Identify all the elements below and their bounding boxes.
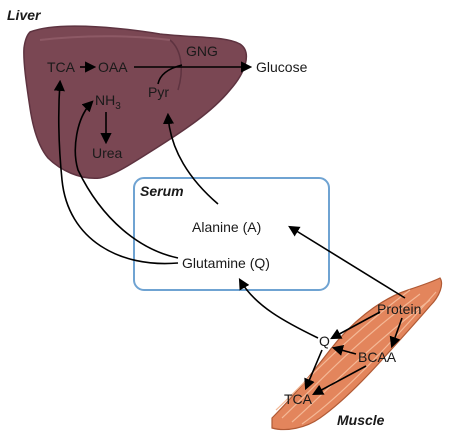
muscle-title: Muscle [337,412,385,428]
serum-box [133,177,330,291]
arrow-pyr-into-gng [157,64,183,85]
serum-title: Serum [140,183,184,199]
arrow-q-to-tca [304,349,323,391]
liver-organ [23,25,248,179]
nh3-base: NH [95,92,115,108]
tca-muscle-label: TCA [284,391,313,407]
tca-liver-label: TCA [47,59,76,75]
arrows [53,61,406,396]
alanine-label: Alanine (A) [192,219,261,235]
gng-label: GNG [186,43,218,59]
oaa-label: OAA [98,59,128,75]
arrow-protein-to-alanine [288,225,406,299]
arrow-protein-to-q [330,311,381,340]
glutamine-label: Glutamine (Q) [182,255,270,271]
arrow-glutamine-to-nh3 [74,100,179,259]
protein-label: Protein [377,301,421,317]
urea-label: Urea [92,145,123,161]
arrow-glutamine-to-tca-liver [53,79,179,265]
liver-title: Liver [7,7,42,23]
arrow-bcaa-to-tca [312,365,367,396]
arrow-protein-to-bcaa [389,317,403,349]
nh3-subscript: 3 [115,101,121,112]
pyr-label: Pyr [148,84,169,100]
arrow-bcaa-to-q [331,344,357,356]
q-label: Q [319,333,330,349]
arrow-alanine-to-pyr [162,112,219,205]
glucose-label: Glucose [256,59,308,75]
nh3-label: NH3 [95,92,121,112]
arrow-q-to-glutamine [238,278,319,339]
bcaa-label: BCAA [358,349,397,365]
